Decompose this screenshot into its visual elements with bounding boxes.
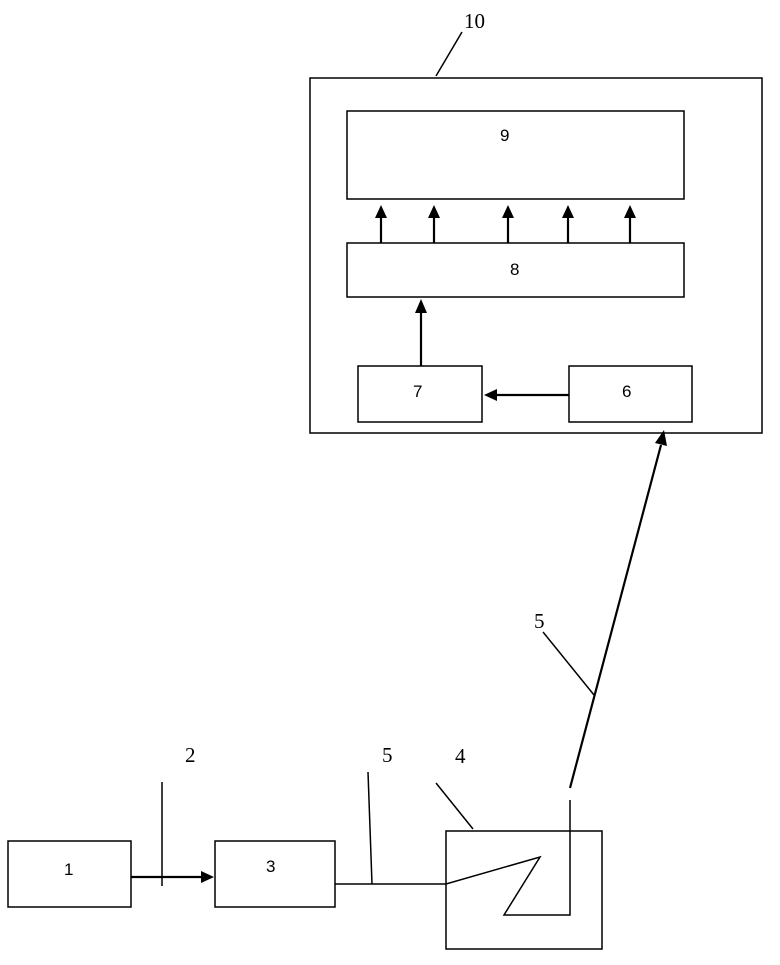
block-1-label: 1 bbox=[64, 860, 73, 879]
callout-2-text: 2 bbox=[185, 743, 196, 767]
callout-5-upper-text: 5 bbox=[534, 609, 545, 633]
sensor-block-4 bbox=[446, 831, 602, 949]
leader-4 bbox=[436, 783, 473, 829]
block-8-label: 8 bbox=[510, 260, 519, 279]
callout-5-lower-text: 5 bbox=[382, 743, 393, 767]
callout-4-text: 4 bbox=[455, 744, 466, 768]
block-9-label: 9 bbox=[500, 126, 509, 145]
block-7-label: 7 bbox=[413, 382, 422, 401]
leader-5-upper bbox=[543, 632, 594, 695]
fiber-5-upper bbox=[570, 445, 661, 788]
block-6-label: 6 bbox=[622, 382, 631, 401]
callout-10-text: 10 bbox=[464, 9, 485, 33]
block-9 bbox=[347, 111, 684, 199]
leader-10 bbox=[436, 32, 462, 76]
block-3-label: 3 bbox=[266, 857, 275, 876]
leader-5-lower bbox=[368, 772, 372, 884]
arrow-1-to-3-head bbox=[201, 871, 214, 883]
